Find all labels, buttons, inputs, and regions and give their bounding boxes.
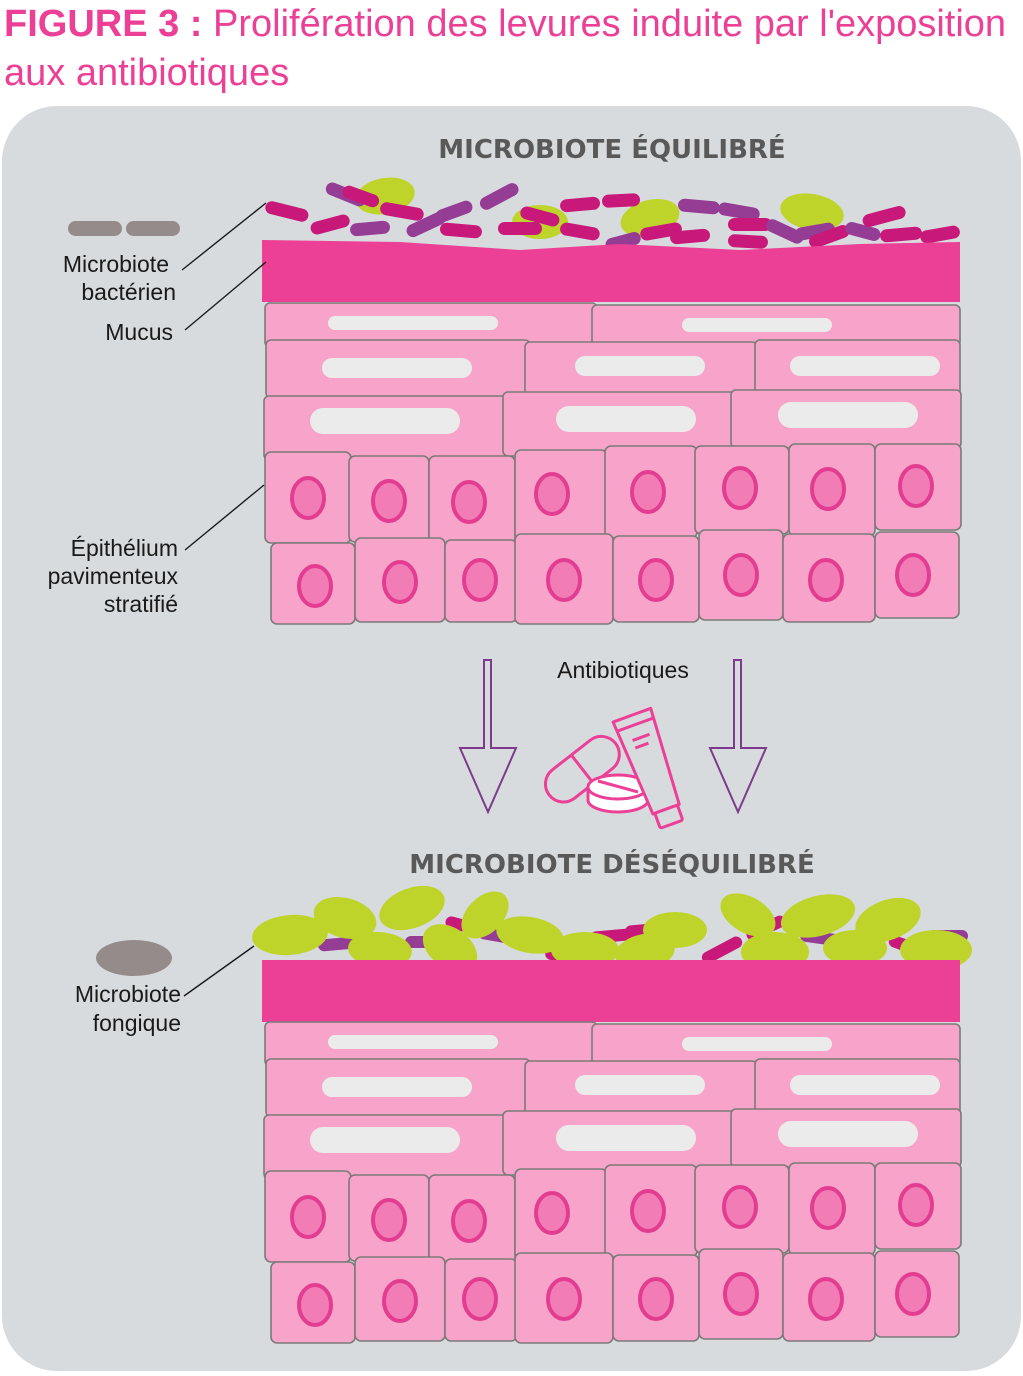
unbalanced-basal-nuclei [290,1183,934,1327]
squamous-nucleus [310,1127,460,1153]
cell-nucleus [895,553,931,597]
squamous-nucleus [575,356,705,376]
squamous-nucleus [790,356,940,376]
legend-bacterial-line1: Microbiote [63,251,169,277]
cell-nucleus [810,1186,846,1230]
cell-nucleus [382,1279,418,1323]
legend-mucus: Mucus [105,319,173,345]
legend-epithelium-line3: stratifié [104,591,178,617]
legend-epithelium-line2: pavimenteux [48,563,179,589]
squamous-nucleus [328,1035,498,1049]
antibiotics-icon-group [543,706,684,830]
yeast-cell [252,914,328,956]
figure-title-text: Prolifération des levures induite par l'… [4,3,1007,94]
cell-nucleus [898,464,934,508]
cell-nucleus [371,1198,407,1242]
legend-fungal-line2: fongique [93,1010,181,1036]
cell-nucleus [638,558,674,602]
cell-nucleus [451,1199,487,1243]
figure-title: FIGURE 3 : Prolifération des levures ind… [4,0,1014,98]
bacteria-legend-icon [68,221,180,236]
yeast-cell [379,885,445,931]
squamous-nucleus [322,1077,472,1097]
leader-line-bacteria [181,202,267,271]
antibiotics-label: Antibiotiques [557,657,689,683]
squamous-nucleus [682,1037,832,1051]
cell-nucleus [371,479,407,523]
leader-line-mucus [184,261,267,331]
tablet-icon [586,773,650,814]
squamous-nucleus [556,406,696,432]
cell-nucleus [808,1277,844,1321]
cell-nucleus [451,480,487,524]
cell-nucleus [297,1283,333,1327]
legend-fungal-line1: Microbiote [75,981,181,1007]
yeast-cell [422,924,478,972]
yeast-cell [643,912,707,948]
down-arrow-icon [458,659,518,815]
balanced-basal-cells [264,443,962,625]
cell-nucleus [808,558,844,602]
squamous-nucleus [682,318,832,332]
cell-nucleus [382,560,418,604]
cell-nucleus [638,1277,674,1321]
cell-nucleus [534,472,570,516]
leader-line-epithelium [184,484,265,551]
cell-nucleus [723,1272,759,1316]
unbalanced-basal-cells [264,1162,962,1344]
balanced-squamous-nuclei [310,316,940,434]
cell-nucleus [462,558,498,602]
yeast-cell [855,897,921,943]
squamous-nucleus [328,316,498,330]
fungal-legend-icon [96,940,172,976]
squamous-nucleus [575,1075,705,1095]
yeast-cell [780,894,856,938]
squamous-nucleus [790,1075,940,1095]
capsule-icon [543,734,621,804]
yeast-cell [313,896,377,940]
yeast-cell [348,931,412,969]
cell-nucleus [290,1195,326,1239]
leader-line-fungal [183,945,255,997]
unbalanced-microbe-layer [252,885,972,972]
cell-nucleus [297,564,333,608]
balanced-section-title: MICROBIOTE ÉQUILIBRÉ [438,133,785,165]
balanced-basal-nuclei [290,464,934,608]
squamous-nucleus [322,358,472,378]
cell-nucleus [462,1277,498,1321]
cell-nucleus [723,553,759,597]
cell-nucleus [722,1185,758,1229]
squamous-nucleus [556,1125,696,1151]
cell-nucleus [630,1189,666,1233]
cell-nucleus [290,476,326,520]
legend-bacterial-line2: bactérien [81,279,176,305]
squamous-nucleus [778,1121,918,1147]
cell-nucleus [630,470,666,514]
yeast-cell [780,193,844,231]
legend-epithelium-line1: Épithélium [71,535,178,561]
balanced-bacteria-layer [263,177,961,253]
cell-nucleus [898,1183,934,1227]
yeast-cell [461,891,509,939]
cell-nucleus [722,466,758,510]
unbalanced-squamous-nuclei [310,1035,940,1153]
mucus-layer [262,240,960,302]
cell-nucleus [895,1272,931,1316]
yeast-cell [720,893,776,937]
unbalanced-section-title: MICROBIOTE DÉSÉQUILIBRÉ [409,848,814,880]
yeast-cell [496,916,564,954]
cell-nucleus [546,1277,582,1321]
squamous-nucleus [778,402,918,428]
cream-tube-icon [611,706,684,830]
yeast-cell [551,932,619,968]
down-arrow-icon [708,659,768,815]
cell-nucleus [534,1191,570,1235]
cell-nucleus [546,558,582,602]
mucus-layer [262,960,960,1022]
cell-nucleus [810,467,846,511]
squamous-nucleus [310,408,460,434]
figure-label: FIGURE 3 : [4,3,203,45]
